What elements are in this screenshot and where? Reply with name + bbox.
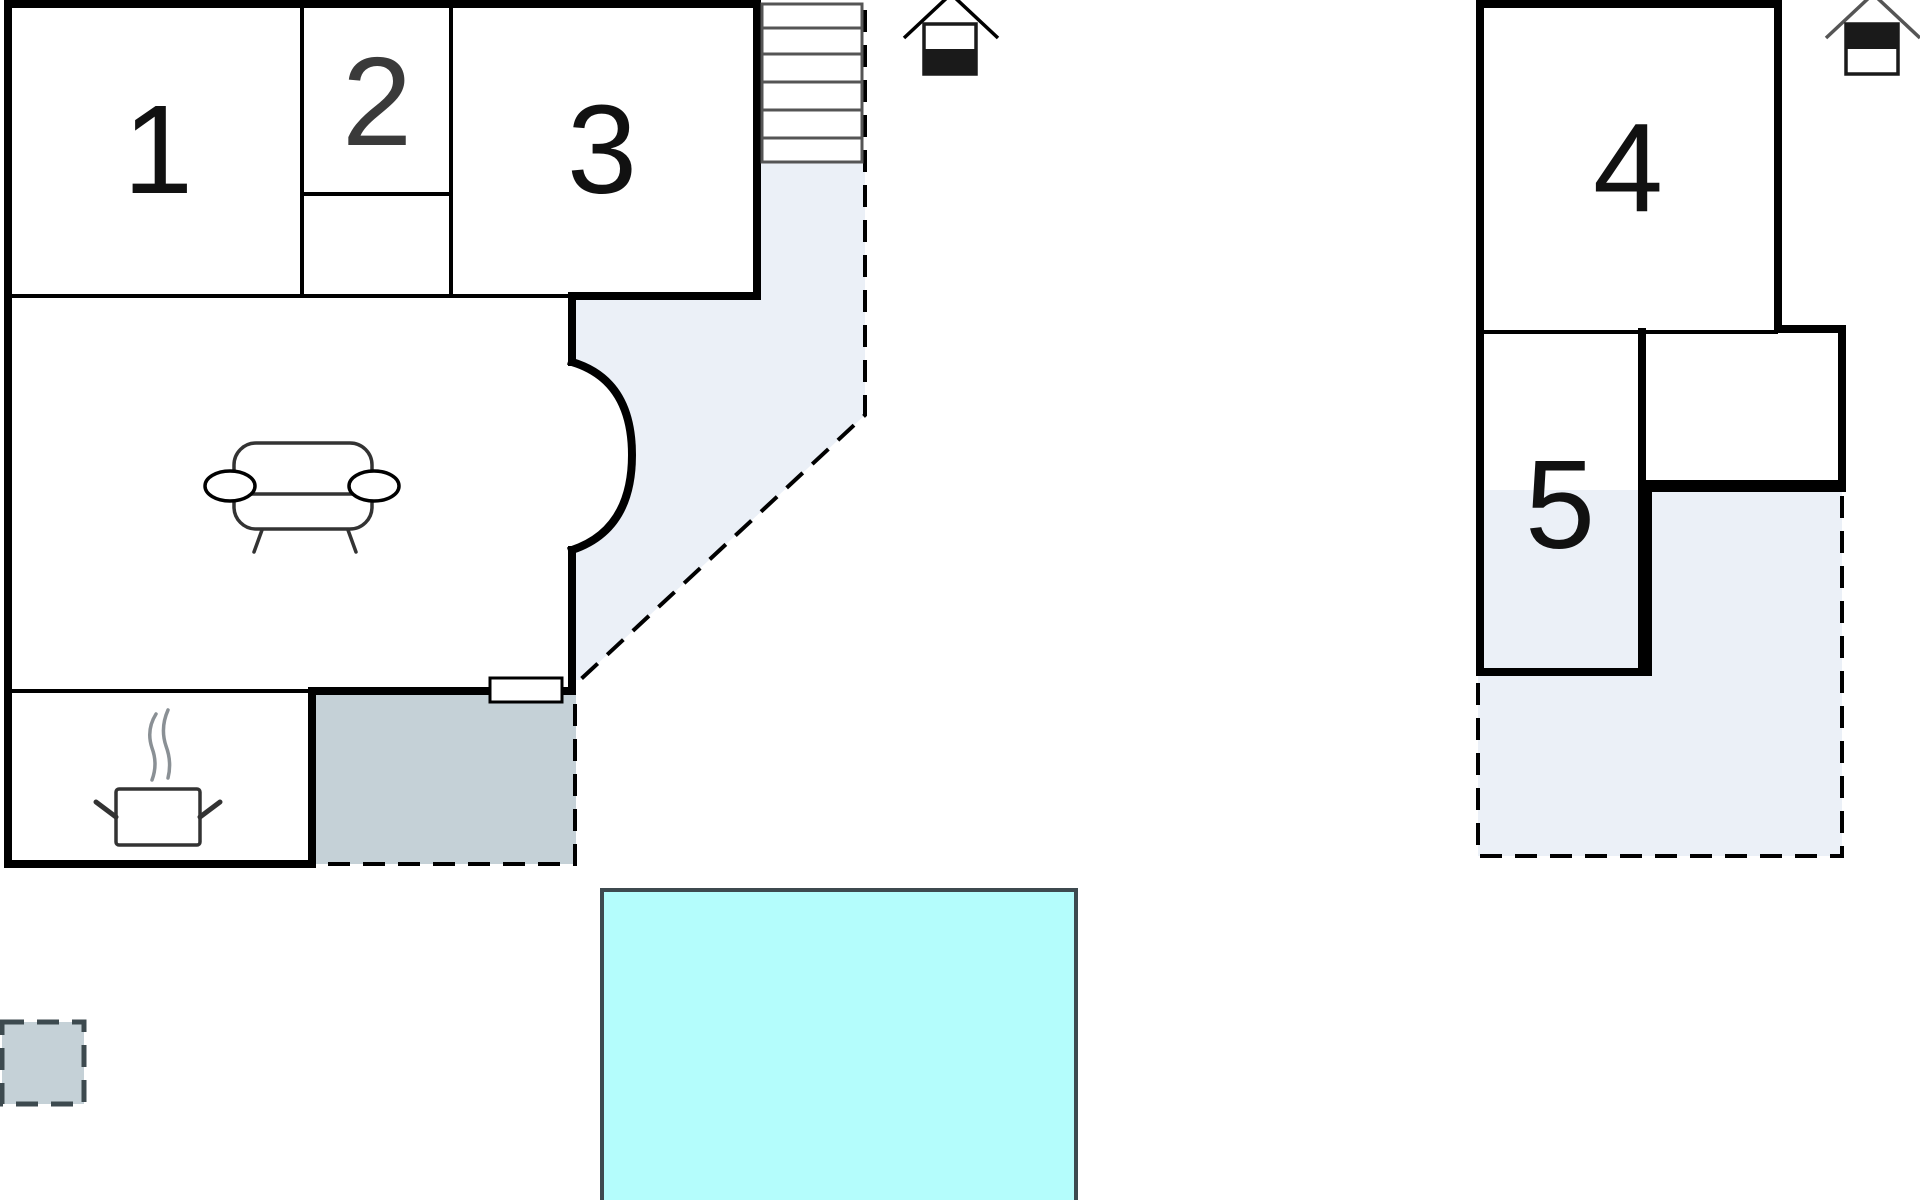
sofa-icon [203, 441, 401, 554]
outdoor-storage-outline [0, 1019, 87, 1107]
main-house [4, 0, 761, 868]
patio-outline [312, 704, 577, 866]
covered-patio [312, 692, 576, 864]
upper-floor-house-icon [1824, 0, 1920, 76]
annex-terrace-outline [1476, 496, 1844, 858]
room-number-1: 1 [123, 79, 193, 220]
sliding-door [488, 676, 564, 704]
staircase-icon [760, 2, 864, 164]
room-number-4: 4 [1593, 97, 1663, 238]
swimming-pool [600, 888, 1078, 1200]
cooking-pot-icon [93, 708, 223, 847]
outdoor-storage [2, 1022, 84, 1104]
ground-floor-house-icon [902, 0, 1000, 76]
terrace-area [570, 162, 865, 680]
room-number-3: 3 [567, 79, 637, 220]
room-number-5: 5 [1525, 434, 1595, 575]
annex-house [1476, 0, 1846, 676]
terrace-outline [578, 10, 867, 682]
room-number-2: 2 [342, 31, 412, 172]
